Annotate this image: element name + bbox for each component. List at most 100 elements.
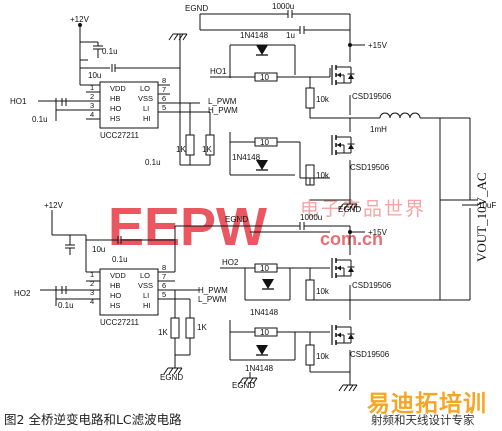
driver-top-pin-4: 4 (90, 110, 94, 119)
publisher-badge: 易迪拓培训 射频和天线设计专家 (357, 384, 500, 429)
bridge-top-gate-res-1: 10 (260, 73, 269, 82)
driver-top-pin-hs: HS (110, 114, 120, 123)
driver-top-hi-net: H_PWM (208, 106, 238, 115)
mosfet-bottom-high-icon (331, 257, 356, 279)
bridge-bottom (175, 222, 365, 385)
driver-top-input: HO1 (10, 97, 27, 106)
bridge-bottom-gate-res-1: 10 (260, 264, 269, 273)
driver-bottom-pin-vdd: VDD (110, 271, 126, 280)
publisher-badge-subtitle: 射频和天线设计专家 (371, 413, 475, 427)
driver-bottom-supply: +12V (44, 201, 64, 210)
bridge-top-mosfet-1: CSD19506 (352, 92, 392, 101)
bridge-bottom-mosfet-2: CSD19506 (350, 350, 390, 359)
inductor (379, 112, 421, 119)
watermark-logo: EEPW (108, 197, 267, 257)
driver-top-pin-hi: HI (143, 114, 151, 123)
filter-capacitor: 10uF (478, 201, 496, 210)
watermark: EEPW 电子产品世界 com.cn (108, 197, 424, 257)
driver-bottom-pin-hs: HS (110, 301, 120, 310)
driver-top-ic-body (99, 81, 159, 129)
diode-bottom-1-icon (261, 278, 275, 290)
lc-filter (350, 112, 478, 301)
driver-bottom-ic-name: UCC27211 (100, 318, 140, 327)
driver-top-pin-1: 1 (90, 83, 94, 92)
filter-output: VOUT_10V_AC (474, 172, 489, 262)
watermark-url: com.cn (320, 229, 383, 249)
driver-top-cap-hb: 0.1u (145, 158, 161, 167)
driver-bottom-pin-3: 3 (90, 288, 94, 297)
bridge-bottom-pulldown-1: 10k (316, 287, 330, 296)
bridge-bottom-cap-bulk: 1000u (300, 213, 322, 222)
driver-bottom-pin-5: 5 (162, 290, 166, 299)
publisher-badge-title: 易迪拓培训 (367, 391, 487, 417)
driver-bottom-pin-4: 4 (90, 297, 94, 306)
bridge-top-cap-1u: 1u (286, 31, 295, 40)
driver-bottom-pin-1: 1 (90, 270, 94, 279)
bridge-bottom-diode-1: 1N4148 (250, 308, 279, 317)
driver-top-pin-8: 8 (162, 76, 166, 85)
bridge-bottom-pulldown-2: 10k (316, 352, 330, 361)
driver-bottom-pin-li: LI (143, 291, 149, 300)
driver-bottom-cap-10u: 10u (92, 245, 105, 254)
driver-top (38, 23, 215, 166)
driver-bottom-cap-vdd: 0.1u (112, 255, 128, 264)
driver-top-cap-bias: 0.1u (32, 115, 48, 124)
driver-top-supply: +12V (70, 15, 90, 24)
bridge-top-cap-bulk: 1000u (272, 2, 294, 11)
driver-top-pin-vss: VSS (138, 94, 153, 103)
driver-bottom-pin-6: 6 (162, 281, 166, 290)
bridge-top-ground-label: EGND (185, 4, 208, 13)
driver-top-pin-vdd: VDD (110, 84, 126, 93)
driver-top-pin-5: 5 (162, 103, 166, 112)
bridge-bottom-gate-res-2: 10 (260, 328, 269, 337)
driver-bottom-input: HO2 (14, 289, 31, 298)
bridge-top-pulldown-2: 10k (316, 171, 330, 180)
bridge-top-node: HO1 (210, 67, 227, 76)
driver-bottom-ic-body (99, 268, 159, 316)
mosfet-top-high-icon (331, 64, 356, 86)
mosfet-bottom-low-icon (331, 324, 356, 346)
driver-bottom-hi-net: L_PWM (198, 295, 227, 304)
filter-inductor: 1mH (370, 125, 387, 134)
driver-bottom-pin-hi: HI (143, 301, 151, 310)
driver-bottom-pin-lo: LO (140, 271, 150, 280)
figure-caption-number: 图2 (4, 412, 25, 427)
driver-bottom-cap-hb: 0.1u (58, 301, 74, 310)
driver-top-pin-li: LI (143, 104, 149, 113)
driver-bottom-pulldown-2: 1K (197, 323, 207, 332)
driver-bottom-li-net: H_PWM (198, 286, 228, 295)
driver-bottom (40, 210, 200, 368)
driver-top-pin-lo: LO (140, 84, 150, 93)
bridge-top (199, 10, 380, 204)
bridge-bottom-ground: EGND (232, 381, 255, 390)
bridge-top-mosfet-2: CSD19506 (350, 163, 390, 172)
bridge-bottom-node: HO2 (222, 258, 239, 267)
bridge-top-rail: +15V (368, 41, 388, 50)
driver-bottom-pin-8: 8 (162, 263, 166, 272)
driver-bottom-pulldown-1: 1K (158, 328, 168, 337)
figure-caption: 图2 全桥逆变电路和LC滤波电路 (4, 409, 182, 428)
driver-top-cap-10u: 10u (88, 71, 101, 80)
driver-top-pin-hb: HB (110, 94, 120, 103)
bridge-top-ground: EGND (338, 205, 361, 214)
bridge-bottom-diode-2: 1N4148 (245, 364, 274, 373)
diode-bottom-2-icon (255, 344, 269, 356)
driver-top-cap-vdd: 0.1u (102, 47, 118, 56)
bridge-bottom-mosfet-1: CSD19506 (352, 281, 392, 290)
bridge-top-diode-2: 1N4148 (232, 153, 261, 162)
driver-top-pulldown-2: 1K (202, 145, 212, 154)
mosfet-top-low-icon (331, 134, 356, 156)
bridge-bottom-rail: +15V (368, 228, 388, 237)
driver-bottom-pin-ho: HO (110, 291, 121, 300)
driver-top-pulldown-1: 1K (176, 145, 186, 154)
ground-bottom-icon (338, 384, 358, 392)
driver-bottom-ground: EGND (160, 373, 183, 382)
driver-top-pin-6: 6 (162, 94, 166, 103)
driver-top-pin-3: 3 (90, 101, 94, 110)
driver-top-pin-ho: HO (110, 104, 121, 113)
driver-top-pin-7: 7 (162, 85, 166, 94)
driver-bottom-pin-vss: VSS (138, 281, 153, 290)
driver-bottom-pin-2: 2 (90, 279, 94, 288)
driver-top-pin-2: 2 (90, 92, 94, 101)
